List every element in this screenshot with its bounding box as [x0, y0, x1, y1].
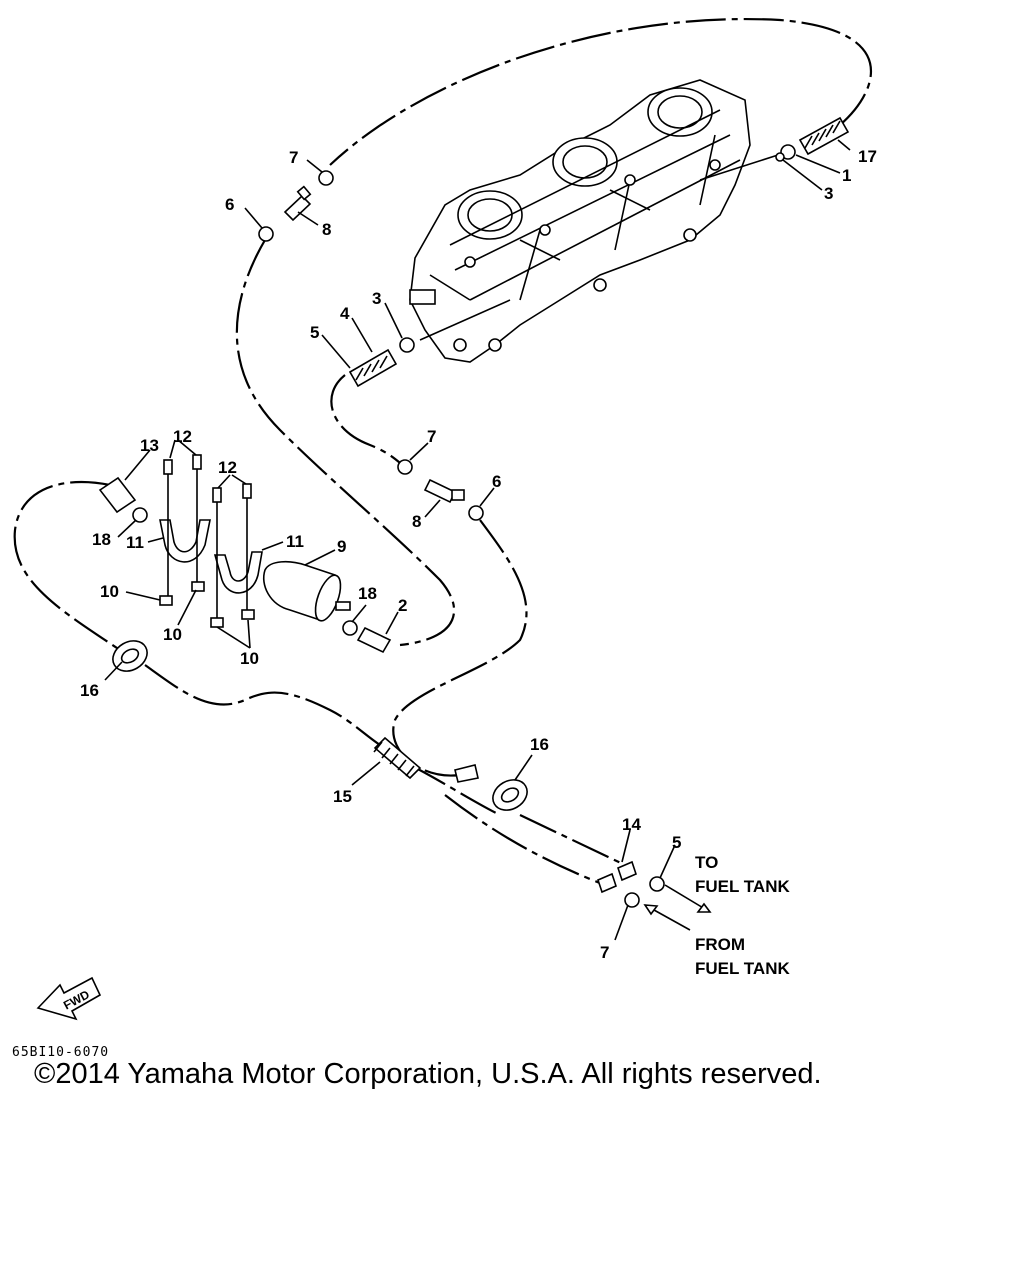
hose-13: [98, 476, 137, 514]
copyright-notice: ©2014 Yamaha Motor Corporation, U.S.A. A…: [34, 1058, 822, 1090]
clamp-18-left: [132, 507, 148, 523]
callout-11-left: 11: [126, 533, 144, 552]
fwd-arrow-icon: FWD: [36, 976, 102, 1021]
callout-7-mid: 7: [427, 427, 436, 446]
callout-12-left: 12: [173, 427, 192, 446]
hose-spring-17: [798, 116, 850, 156]
joint-8-top: [283, 185, 312, 222]
callout-5-bottom: 5: [672, 833, 681, 852]
callout-10-mid: 10: [163, 625, 182, 644]
callout-5-top: 5: [310, 323, 319, 342]
bracket-11-right: [213, 551, 263, 594]
callout-18-right: 18: [358, 584, 377, 603]
callout-3-top: 3: [824, 184, 833, 203]
callout-17: 17: [858, 147, 877, 166]
fuel-filter-9: [263, 560, 351, 622]
direction-labels: TO FUEL TANK FROM FUEL TANK: [695, 853, 790, 978]
callout-16-left: 16: [80, 681, 99, 700]
clamp-5-bottom: [649, 876, 665, 892]
callout-10-left: 10: [100, 582, 119, 601]
clamp-7-mid: [397, 459, 413, 475]
drawing-code: 65BI10-6070: [12, 1045, 109, 1060]
clamp-18-right: [342, 620, 358, 636]
callout-18-left: 18: [92, 530, 111, 549]
callout-13: 13: [140, 436, 159, 455]
carburetor-assembly: [409, 79, 751, 363]
hose-2: [356, 626, 392, 654]
callout-7-bottom: 7: [600, 943, 609, 962]
clamp-3-mid: [399, 337, 415, 353]
callout-4: 4: [340, 304, 350, 323]
callout-2: 2: [398, 596, 407, 615]
clamp-6-top: [258, 226, 274, 242]
callout-8-mid: 8: [412, 512, 421, 531]
callout-14: 14: [622, 815, 641, 834]
leader-lines: [104, 139, 851, 941]
hose-14-end-top: [617, 860, 637, 882]
callout-8-top: 8: [322, 220, 331, 239]
parts: [98, 116, 850, 908]
callout-15: 15: [333, 787, 352, 806]
callout-6-mid: 6: [492, 472, 501, 491]
callout-1: 1: [842, 166, 851, 185]
clamp-6-mid: [468, 505, 484, 521]
hose-14-end-bottom: [597, 872, 617, 894]
callout-6-top: 6: [225, 195, 234, 214]
joint-8-mid: [423, 478, 465, 504]
callout-labels: 17 1 3 7 6 8 4 5 3 7 6 8 13 12 12 18 11 …: [80, 147, 877, 962]
nuts-10: [159, 581, 255, 628]
clamp-3-top: [775, 152, 785, 162]
callout-3-mid: 3: [372, 289, 381, 308]
spring-15: [373, 736, 422, 780]
callout-16-right: 16: [530, 735, 549, 754]
callout-12-right: 12: [218, 458, 237, 477]
clamp-7-bottom: [624, 892, 640, 908]
callout-7-top: 7: [289, 148, 298, 167]
hose-stub: [454, 764, 479, 783]
from-label-line1: FROM: [695, 935, 745, 954]
to-label-line1: TO: [695, 853, 718, 872]
hose-spring-4: [348, 348, 398, 388]
callout-11-right: 11: [286, 532, 304, 551]
from-label-line2: FUEL TANK: [695, 959, 790, 978]
grommet-16-right: [492, 779, 528, 811]
clamp-7-top: [318, 170, 334, 186]
to-label-line2: FUEL TANK: [695, 877, 790, 896]
screws-12: [163, 454, 252, 620]
callout-10-right: 10: [240, 649, 259, 668]
callout-9: 9: [337, 537, 346, 556]
